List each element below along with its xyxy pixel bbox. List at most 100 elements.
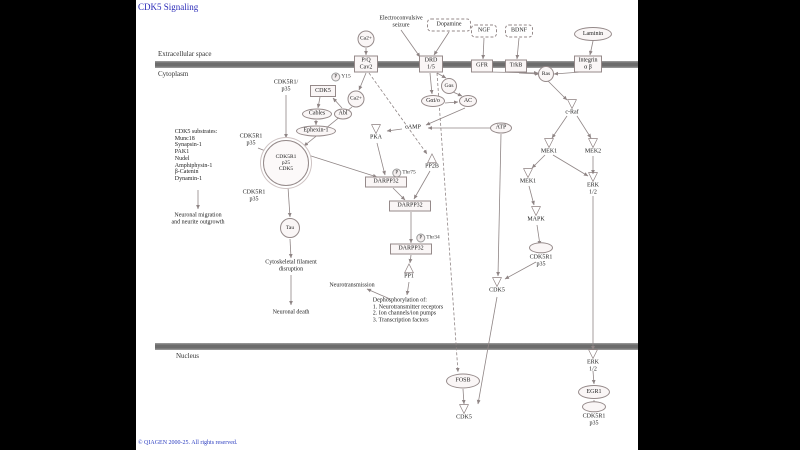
node-label: 1/5 bbox=[427, 64, 435, 70]
pp1-node[interactable]: △PP1 bbox=[404, 262, 414, 281]
laminin-node[interactable]: Laminin bbox=[574, 27, 612, 41]
cdk5-node-nucleus[interactable]: ▽CDK5 bbox=[456, 403, 472, 422]
abl-node[interactable]: Abl bbox=[334, 108, 352, 120]
kinase-icon: ▽ bbox=[566, 96, 577, 112]
node-label: ERK bbox=[587, 182, 599, 189]
node-label: Dynamin-1 bbox=[174, 176, 203, 183]
pathway-edge bbox=[429, 72, 434, 95]
ngf-node[interactable]: NGF bbox=[471, 24, 497, 38]
pp2b-node[interactable]: △PP2B bbox=[425, 152, 439, 171]
node-label: PP2B bbox=[425, 163, 439, 170]
pathway-edge bbox=[400, 29, 421, 58]
egr1-node[interactable]: EGR1 bbox=[578, 385, 610, 399]
node-label: Gαi/o bbox=[426, 97, 440, 104]
pathway-title-link[interactable]: CDK5 Signaling bbox=[138, 2, 199, 12]
complex-shape-icon bbox=[529, 242, 553, 254]
pathway-edge bbox=[591, 370, 596, 385]
pathway-edge bbox=[547, 80, 568, 101]
cdk5-node-right[interactable]: ▽CDK5 bbox=[489, 276, 505, 295]
mek1-node-a[interactable]: ▽MEK1 bbox=[540, 135, 558, 156]
gfr-receptor-node[interactable]: GFR bbox=[471, 59, 493, 73]
fosb-node[interactable]: FOSB bbox=[446, 373, 480, 389]
node-label: β-Catenin bbox=[174, 169, 199, 176]
node-label: Dopamine bbox=[436, 21, 462, 28]
cables-node[interactable]: Cables bbox=[302, 108, 332, 120]
node-label: Synapsin-1 bbox=[174, 142, 202, 149]
node-label: Dephosphorylation of: bbox=[372, 297, 427, 304]
node-label: MAPK bbox=[527, 216, 545, 223]
node-label: Neuronal migration bbox=[174, 212, 222, 219]
node-label: cAMP bbox=[405, 124, 421, 131]
node-label: Ca2+ bbox=[350, 95, 362, 102]
pathway-edge bbox=[288, 238, 293, 259]
node-label: Amphiphysin-1 bbox=[174, 162, 213, 169]
tau-node[interactable]: Tau bbox=[280, 218, 300, 238]
bdnf-node[interactable]: BDNF bbox=[505, 24, 533, 38]
plasma-membrane bbox=[155, 61, 638, 68]
mapk-node[interactable]: ▽MAPK bbox=[527, 205, 545, 224]
g-alpha-s-node[interactable]: Gαs bbox=[441, 78, 457, 94]
dopamine-node[interactable]: Dopamine bbox=[427, 18, 471, 32]
kinase-icon: ▽ bbox=[544, 135, 554, 151]
node-label: CDK5 bbox=[278, 166, 294, 173]
node-label: CDK5R1 bbox=[582, 413, 606, 420]
ras-node[interactable]: Ras bbox=[538, 66, 554, 82]
node-label: DARPP32 bbox=[397, 202, 423, 209]
phospho-icon: P bbox=[416, 233, 426, 243]
node-label: Electroconvulsive bbox=[379, 15, 423, 22]
node-label: ERK bbox=[587, 359, 599, 366]
atp-node[interactable]: ATP bbox=[490, 122, 512, 134]
adenylate-cyclase-node[interactable]: AC bbox=[459, 95, 477, 107]
darpp32-node-2[interactable]: DARPP32 bbox=[389, 200, 431, 212]
node-label: Neuronal death bbox=[272, 309, 310, 316]
pathway-edge bbox=[552, 154, 589, 177]
node-label: GFR bbox=[476, 62, 488, 69]
pathway-edge bbox=[531, 154, 546, 169]
calcium-extracellular-node[interactable]: Ca2+ bbox=[357, 30, 375, 48]
pathway-edge bbox=[444, 100, 459, 105]
mek1-node-b[interactable]: ▽MEK1 bbox=[520, 167, 536, 186]
node-label: CDK5 substrates: bbox=[174, 129, 218, 136]
pathway-edge bbox=[332, 97, 343, 109]
kinase-icon: ▽ bbox=[370, 121, 381, 137]
node-label: p35 bbox=[536, 261, 546, 267]
darpp32-node-1[interactable]: DARPP32 bbox=[365, 176, 407, 188]
node-label: Laminin bbox=[582, 30, 604, 37]
node-label: Cav2 bbox=[359, 64, 373, 70]
cdk5-node[interactable]: CDK5 bbox=[310, 85, 336, 97]
node-label: CDK5 bbox=[315, 87, 331, 94]
node-label: and neurite outgrowth bbox=[171, 219, 225, 225]
c-raf-node[interactable]: ▽c-Raf bbox=[565, 96, 578, 117]
trkb-receptor-node[interactable]: TrkB bbox=[505, 59, 527, 73]
pka-node[interactable]: ▽PKA bbox=[369, 121, 383, 142]
g-alpha-io-node[interactable]: Gαi/o bbox=[421, 95, 445, 107]
node-label: PKA bbox=[369, 134, 383, 141]
node-label: NGF bbox=[477, 27, 490, 34]
mek2-node[interactable]: ▽MEK2 bbox=[584, 137, 602, 156]
calcium-cytoplasm-node[interactable]: Ca2+ bbox=[347, 90, 365, 108]
pathway-edge bbox=[316, 96, 321, 109]
complex-shape-icon bbox=[582, 401, 606, 413]
cytoplasm-label: Cytoplasm bbox=[158, 70, 189, 78]
darpp32-node-3[interactable]: DARPP32 bbox=[390, 243, 432, 255]
kinase-icon: ▽ bbox=[588, 346, 598, 362]
node-label: DARPP32 bbox=[373, 178, 399, 185]
node-label: MEK1 bbox=[540, 148, 558, 155]
pathway-edge bbox=[287, 186, 292, 218]
ephexin-node[interactable]: Ephexin-1 bbox=[296, 125, 336, 137]
pathway-edge bbox=[392, 187, 406, 201]
node-label: MEK2 bbox=[584, 148, 602, 155]
cdk5r1-p35-label-top: CDK5R1/p35 bbox=[274, 79, 298, 92]
